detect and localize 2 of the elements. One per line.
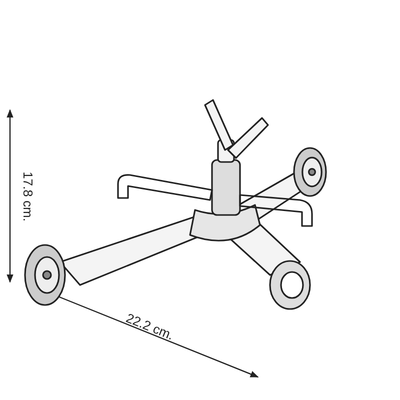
dimension-label: 22.2 cm. (124, 310, 176, 342)
dimension-label: 17.8 cm. (20, 171, 36, 221)
